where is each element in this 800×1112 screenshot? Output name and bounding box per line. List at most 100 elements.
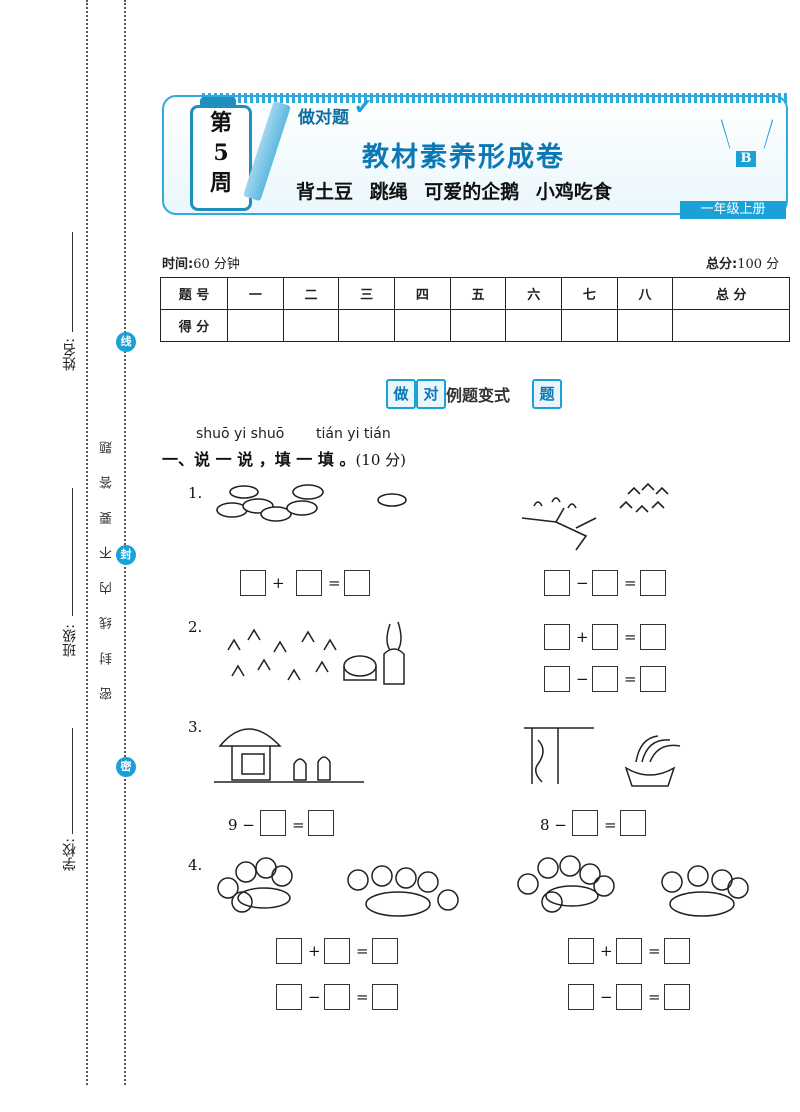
time-info: 时间:60 分钟 <box>162 253 240 272</box>
answer-box[interactable] <box>544 624 570 650</box>
answer-box[interactable] <box>260 810 286 836</box>
equation-start: 8 − <box>540 816 567 834</box>
answer-box[interactable] <box>324 984 350 1010</box>
answer-box[interactable] <box>592 570 618 596</box>
answer-box[interactable] <box>568 938 594 964</box>
score-cell[interactable] <box>449 309 507 342</box>
question-title: 一、说 一 说 ，填 一 填 。(10 分) <box>162 446 406 470</box>
seal-mark-secret: 密 <box>116 757 136 777</box>
equals-sign: = <box>328 574 341 592</box>
binding-dotted-line-inner <box>124 0 126 1085</box>
binding-dotted-line-outer <box>86 0 88 1085</box>
question-title-text: 一、说 一 说 ，填 一 填 。 <box>162 450 356 469</box>
answer-box[interactable] <box>616 938 642 964</box>
answer-box[interactable] <box>324 938 350 964</box>
equals-sign: = <box>648 988 661 1006</box>
mushroom-house-illustration <box>214 728 364 783</box>
coins-illustration <box>216 484 407 522</box>
score-table-score-row: 得 分 <box>160 309 790 342</box>
answer-box[interactable] <box>276 984 302 1010</box>
equals-sign: = <box>648 942 661 960</box>
page-subtitle: 背土豆 跳绳 可爱的企鹅 小鸡吃食 <box>296 181 612 203</box>
score-cell[interactable] <box>616 309 674 342</box>
time-label: 时间: <box>162 257 194 272</box>
brand-logo: 做对题 <box>298 108 349 128</box>
total-info: 总分:100 分 <box>706 253 779 272</box>
answer-box[interactable] <box>296 570 322 596</box>
section-box-1: 做 <box>386 379 416 409</box>
equals-sign: = <box>292 816 305 834</box>
table-cell: 四 <box>394 277 451 310</box>
check-icon: ✔ <box>354 95 373 120</box>
total-value: 100 分 <box>737 257 780 272</box>
answer-box[interactable] <box>240 570 266 596</box>
banner-stripe <box>202 93 788 103</box>
table-cell: 八 <box>616 277 674 310</box>
chicks-right-illustration <box>517 855 749 917</box>
seal-instruction: 密 封 线 内 不 要 答 题 <box>100 432 115 700</box>
answer-box[interactable] <box>616 984 642 1010</box>
answer-box[interactable] <box>344 570 370 596</box>
rope-basket-illustration <box>524 727 681 787</box>
seal-mark-line: 线 <box>116 332 136 352</box>
score-cell[interactable] <box>505 309 563 342</box>
minus-sign: − <box>308 988 321 1006</box>
answer-box[interactable] <box>544 570 570 596</box>
section-box-2: 对 <box>416 379 446 409</box>
section-banner: 做 对 例题变式 题 <box>386 376 562 409</box>
answer-box[interactable] <box>372 984 398 1010</box>
score-cell[interactable] <box>282 309 340 342</box>
equals-sign: = <box>604 816 617 834</box>
answer-box[interactable] <box>620 810 646 836</box>
item-number-2: 2. <box>188 618 203 636</box>
score-cell[interactable] <box>338 309 396 342</box>
equals-sign: = <box>356 988 369 1006</box>
answer-box[interactable] <box>664 938 690 964</box>
time-value: 60 分钟 <box>193 257 240 272</box>
score-table: 题 号 一 二 三 四 五 六 七 八 总 分 得 分 <box>160 277 790 342</box>
table-cell: 三 <box>338 277 396 310</box>
table-cell: 七 <box>561 277 618 310</box>
answer-box[interactable] <box>572 810 598 836</box>
answer-box[interactable] <box>592 666 618 692</box>
plus-sign: + <box>576 628 589 646</box>
answer-box[interactable] <box>640 570 666 596</box>
score-cell[interactable] <box>227 309 284 342</box>
birds-illustration <box>521 482 669 551</box>
table-cell: 总 分 <box>672 277 790 310</box>
name-label: 姓名: <box>62 338 78 371</box>
equals-sign: = <box>624 670 637 688</box>
answer-box[interactable] <box>308 810 334 836</box>
school-underline <box>72 728 73 834</box>
table-cell: 五 <box>449 277 507 310</box>
answer-box[interactable] <box>544 666 570 692</box>
total-label: 总分: <box>706 257 738 272</box>
plus-sign: + <box>272 574 285 592</box>
table-cell: 题 号 <box>160 277 228 310</box>
week-char-2: 周 <box>209 170 232 196</box>
answer-box[interactable] <box>640 624 666 650</box>
score-cell[interactable] <box>394 309 451 342</box>
item-number-3: 3. <box>188 718 203 736</box>
plus-sign: + <box>600 942 613 960</box>
answer-box[interactable] <box>568 984 594 1010</box>
week-number: 5 <box>213 140 229 166</box>
answer-box[interactable] <box>592 624 618 650</box>
answer-box[interactable] <box>664 984 690 1010</box>
name-underline <box>72 232 73 332</box>
score-table-header-row: 题 号 一 二 三 四 五 六 七 八 总 分 <box>160 277 790 310</box>
version-badge: B <box>736 151 756 167</box>
answer-box[interactable] <box>640 666 666 692</box>
minus-sign: − <box>600 988 613 1006</box>
question-score: (10 分) <box>355 451 406 469</box>
chicks-left-illustration <box>217 857 459 917</box>
answer-box[interactable] <box>276 938 302 964</box>
score-cell[interactable] <box>561 309 618 342</box>
section-box-3: 题 <box>532 379 562 409</box>
answer-box[interactable] <box>372 938 398 964</box>
class-underline <box>72 488 73 616</box>
grade-tag: 一年级上册 <box>680 201 786 219</box>
table-cell: 得 分 <box>160 309 228 342</box>
minus-sign: − <box>576 574 589 592</box>
score-cell[interactable] <box>672 309 790 342</box>
